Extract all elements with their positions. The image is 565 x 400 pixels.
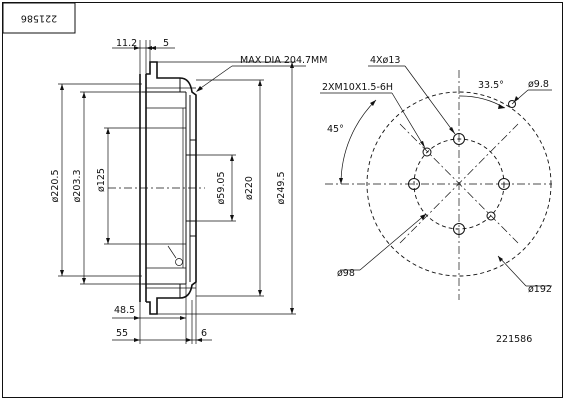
dia-192-label: ø192 [528,284,552,295]
angle-arc-45 [340,99,377,185]
angle-33-5-label: 33.5° [478,80,504,91]
leader-bleed [167,245,177,259]
bolt-circle-98 [413,138,505,230]
max-dia-label: MAX DIA 204.7MM [240,55,327,66]
thread-label: 2XM10X1.5-6H [322,82,393,93]
side-view: 11.2 5 MAX DIA 204.7MM ø220.5 ø203.3 ø12… [50,38,327,344]
dim-48-5: 48.5 [114,305,135,316]
drum-inner [142,78,191,298]
part-number-label: 221586 [496,334,532,345]
dim-11-2: 11.2 [116,38,137,49]
dia-98-label: ø98 [337,268,355,279]
holes-label: 4Xø13 [370,55,400,66]
drum-flange-lines [146,87,196,289]
dim-dia-59-05: ø59.05 [216,171,227,204]
thread-hole-lower-right [486,211,496,221]
part-number-box [2,2,76,34]
thread-hole-upper-left [422,147,432,157]
dim-dia-249-5: ø249.5 [276,171,287,204]
bolt-hole-bottom [453,223,465,235]
bolt-hole-left [408,178,420,190]
bleed-hole [175,258,183,266]
dia-9-8-label: ø9.8 [528,79,549,90]
dim-55: 55 [116,328,128,339]
bolt-hole-top [453,133,465,145]
dim-dia-220-5: ø220.5 [50,169,61,202]
bolt-hole-right [498,178,510,190]
angle-45-label: 45° [327,124,344,135]
front-view: 45° 33.5° ø9.8 4Xø13 2XM10X1.5-6H ø98 ø1… [320,55,552,300]
dim-dia-203-3: ø203.3 [72,169,83,202]
outer-circle-192 [366,91,552,277]
part-number-rotated: 221586 [21,13,57,24]
angle-arc-33-5 [458,95,506,109]
dim-6: 6 [201,328,207,339]
dim-5: 5 [163,38,169,49]
dim-dia-220: ø220 [244,176,255,200]
front-center-diag-2 [399,123,519,244]
small-hole-9-8 [508,100,516,108]
dim-dia-125: ø125 [96,168,107,192]
hub-outline [186,139,196,237]
